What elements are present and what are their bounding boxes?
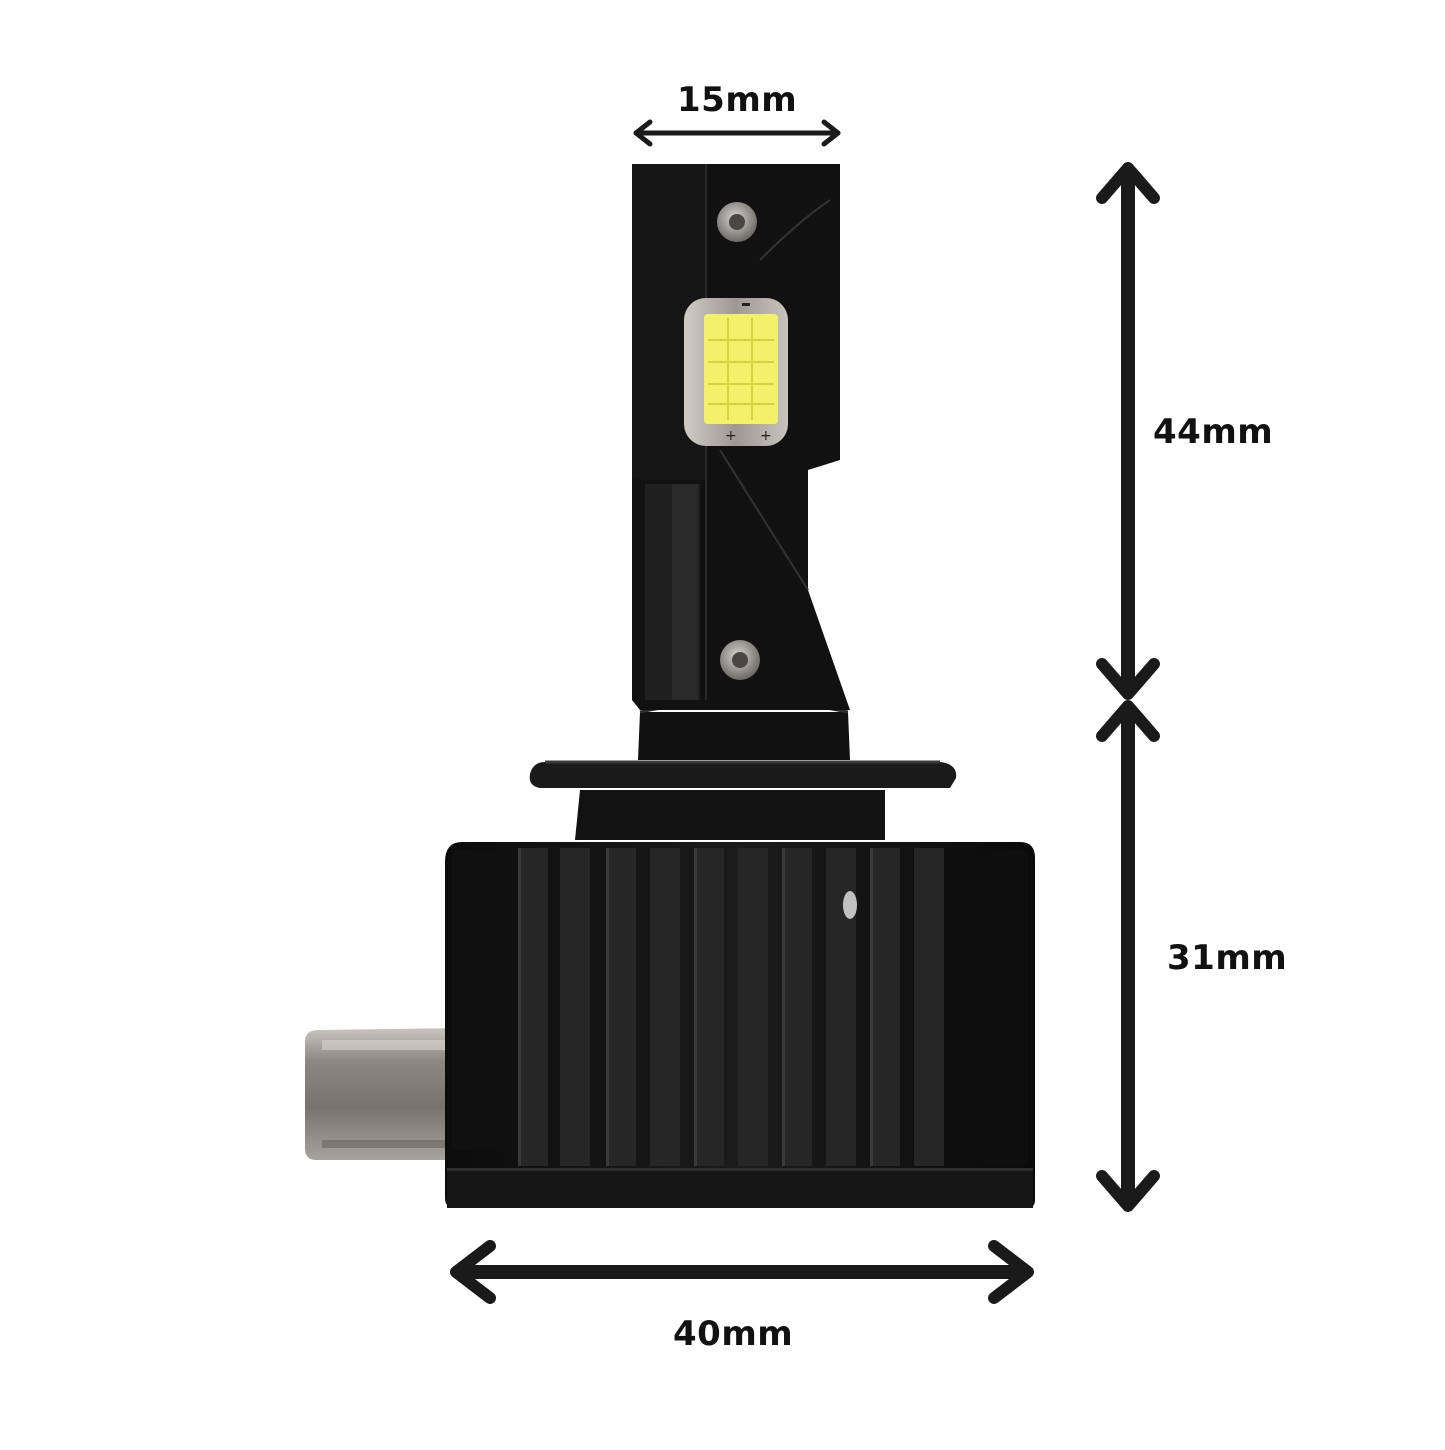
led-chip: + + [684,298,788,446]
screw-icon [720,640,760,680]
dimension-label-top-width: 15mm [677,80,798,120]
svg-text:+: + [725,428,737,444]
screw-icon [717,202,757,242]
connector-plug [305,1028,455,1160]
dimension-label-upper-height: 44mm [1153,412,1274,452]
heatsink-body [445,842,1035,1208]
dimension-label-bottom-width: 40mm [673,1314,794,1354]
double-arrow-icon [450,1240,1034,1304]
svg-text:+: + [760,428,772,444]
mounting-collar [529,699,957,840]
double-arrow-icon [1096,162,1160,700]
double-arrow-icon [1096,700,1160,1212]
heatsink-fins [518,848,944,1166]
dimension-label-lower-height: 31mm [1167,938,1288,978]
double-arrow-icon [633,119,841,147]
